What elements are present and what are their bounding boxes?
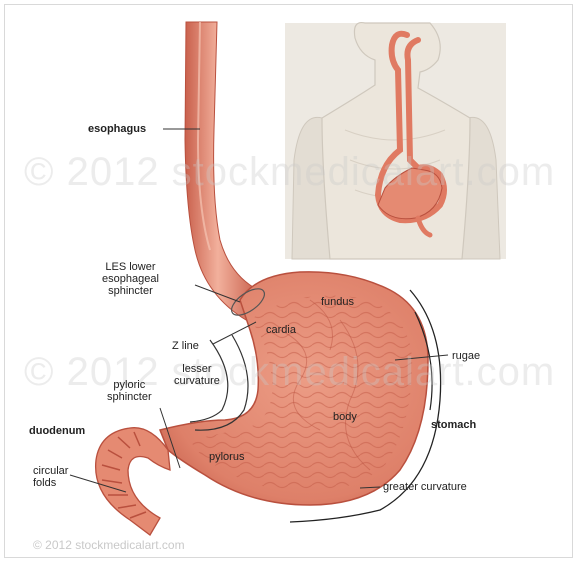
label-z-line: Z line [172, 340, 199, 352]
label-les: LES lower esophageal sphincter [102, 261, 159, 297]
label-stomach: stomach [431, 419, 476, 431]
label-rugae: rugae [452, 350, 480, 362]
watermark-1: © 2012 stockmedicalart.com [24, 150, 555, 195]
label-cardia: cardia [266, 324, 296, 336]
label-esophagus: esophagus [88, 123, 146, 135]
label-fundus: fundus [321, 296, 354, 308]
label-duodenum: duodenum [29, 425, 85, 437]
label-greater-curvature: greater curvature [383, 481, 467, 493]
label-pylorus: pylorus [209, 451, 244, 463]
label-pyloric-sphincter: pyloric sphincter [107, 379, 152, 403]
copyright-text: © 2012 stockmedicalart.com [33, 538, 185, 552]
label-circular-folds: circular folds [33, 465, 68, 489]
body-inset [285, 23, 506, 259]
label-lesser-curvature: lesser curvature [174, 363, 220, 387]
label-body: body [333, 411, 357, 423]
